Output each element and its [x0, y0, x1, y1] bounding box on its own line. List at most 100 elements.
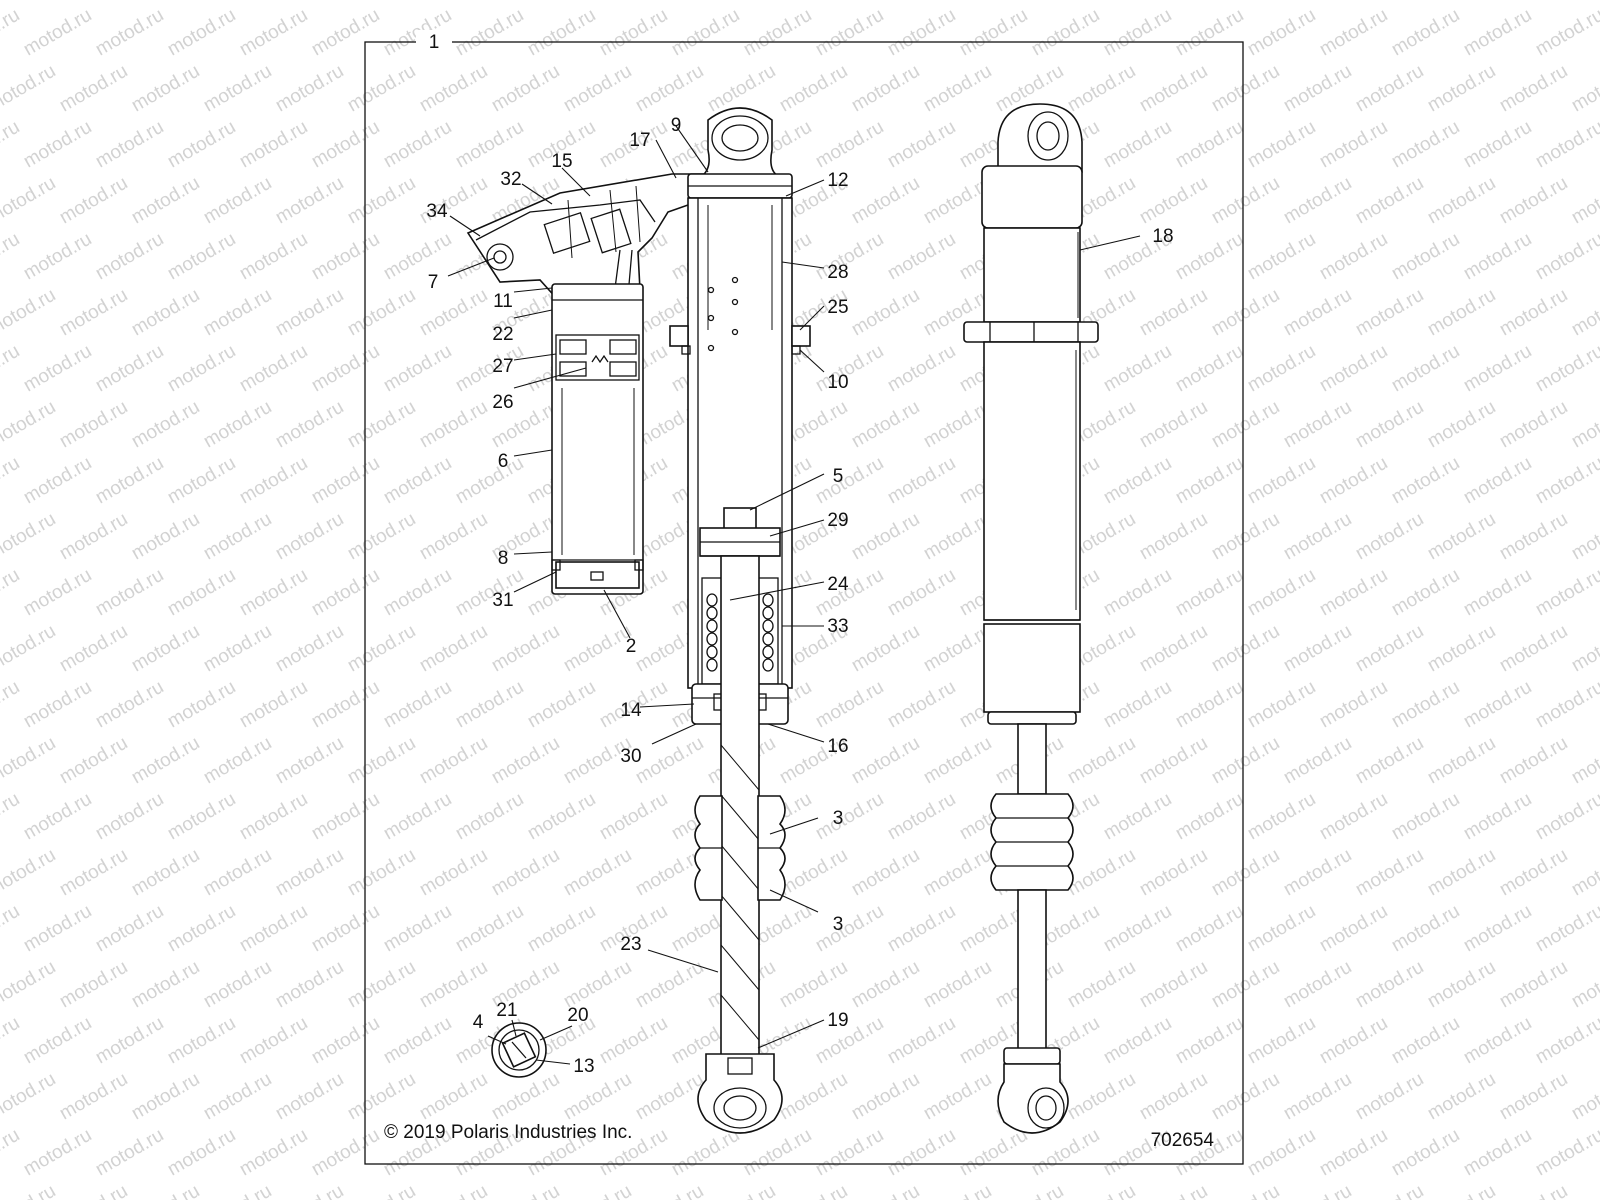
watermark-text: motod.ru [1352, 957, 1427, 1013]
watermark-text: motod.ru [1424, 397, 1499, 453]
watermark-text: motod.ru [1244, 117, 1319, 173]
watermark-text: motod.ru [488, 621, 563, 677]
watermark-text: motod.ru [1172, 229, 1247, 285]
watermark-text: motod.ru [920, 957, 995, 1013]
watermark-text: motod.ru [0, 509, 59, 565]
watermark-text: motod.ru [308, 5, 383, 61]
watermark-text: motod.ru [452, 117, 527, 173]
watermark-text: motod.ru [848, 845, 923, 901]
watermark-text: motod.ru [632, 1181, 707, 1200]
watermark-text: motod.ru [1424, 173, 1499, 229]
watermark-text: motod.ru [1496, 1069, 1571, 1125]
callout-label: 12 [827, 170, 848, 191]
watermark-text: motod.ru [200, 173, 275, 229]
spring-coil [706, 645, 718, 659]
spring-coil [762, 632, 774, 646]
watermark-text: motod.ru [416, 1181, 491, 1200]
watermark-text: motod.ru [236, 1125, 311, 1181]
watermark-text: motod.ru [1280, 397, 1355, 453]
watermark-text: motod.ru [272, 621, 347, 677]
watermark-text: motod.ru [272, 61, 347, 117]
watermark-text: motod.ru [1352, 173, 1427, 229]
watermark-text: motod.ru [236, 341, 311, 397]
watermark-text: motod.ru [344, 1181, 419, 1200]
watermark-text: motod.ru [128, 1069, 203, 1125]
figure-number: 702654 [1151, 1130, 1215, 1151]
watermark-text: motod.ru [344, 845, 419, 901]
watermark-text: motod.ru [1172, 341, 1247, 397]
callout-label: 22 [492, 324, 513, 345]
watermark-text: motod.ru [200, 621, 275, 677]
watermark-text: motod.ru [1064, 733, 1139, 789]
watermark-text: motod.ru [776, 845, 851, 901]
watermark-text: motod.ru [164, 5, 239, 61]
watermark-text: motod.ru [308, 1013, 383, 1069]
watermark-text: motod.ru [1280, 509, 1355, 565]
spring-coil [762, 658, 774, 672]
watermark-text: motod.ru [1424, 285, 1499, 341]
watermark-text: motod.ru [1388, 453, 1463, 509]
watermark-text: motod.ru [1172, 901, 1247, 957]
watermark-text: motod.ru [236, 565, 311, 621]
watermark-text: motod.ru [164, 117, 239, 173]
watermark-text: motod.ru [1280, 845, 1355, 901]
spring-coil [706, 619, 718, 633]
watermark-text: motod.ru [380, 901, 455, 957]
callout-label: 3 [833, 914, 844, 935]
watermark-text: motod.ru [20, 341, 95, 397]
watermark-text: motod.ru [380, 453, 455, 509]
watermark-text: motod.ru [380, 341, 455, 397]
watermark-text: motod.ru [1496, 0, 1571, 4]
watermark-text: motod.ru [380, 677, 455, 733]
watermark-text: motod.ru [1352, 509, 1427, 565]
watermark-text: motod.ru [0, 1013, 23, 1069]
watermark-text: motod.ru [668, 5, 743, 61]
watermark-text: motod.ru [1136, 957, 1211, 1013]
watermark-text: motod.ru [1352, 621, 1427, 677]
watermark-text: motod.ru [776, 0, 851, 4]
watermark-text: motod.ru [1100, 341, 1175, 397]
watermark-text: motod.ru [0, 621, 59, 677]
watermark-text: motod.ru [56, 61, 131, 117]
watermark-text: motod.ru [1388, 901, 1463, 957]
reservoir-assembly [466, 173, 709, 595]
callout-label: 24 [827, 574, 849, 595]
watermark-text: motod.ru [20, 1125, 95, 1181]
watermark-text: motod.ru [20, 677, 95, 733]
watermark-text: motod.ru [380, 229, 455, 285]
watermark-text: motod.ru [812, 789, 887, 845]
watermark-text: motod.ru [488, 733, 563, 789]
watermark-text: motod.ru [200, 957, 275, 1013]
watermark-text: motod.ru [884, 789, 959, 845]
watermark-text: motod.ru [200, 0, 275, 4]
spring-coil [762, 619, 774, 633]
callout-label: 10 [827, 372, 848, 393]
watermark-text: motod.ru [92, 1125, 167, 1181]
watermark-text: motod.ru [20, 117, 95, 173]
watermark-text: motod.ru [488, 61, 563, 117]
watermark-text: motod.ru [560, 1069, 635, 1125]
watermark-text: motod.ru [1208, 397, 1283, 453]
watermark-text: motod.ru [1172, 789, 1247, 845]
watermark-text: motod.ru [0, 341, 23, 397]
watermark-text: motod.ru [1388, 565, 1463, 621]
watermark-text: motod.ru [596, 789, 671, 845]
watermark-text: motod.ru [1460, 1125, 1535, 1181]
watermark-text: motod.ru [1064, 957, 1139, 1013]
watermark-text: motod.ru [812, 901, 887, 957]
watermark-text: motod.ru [200, 1069, 275, 1125]
watermark-text: motod.ru [1424, 957, 1499, 1013]
watermark-text: motod.ru [128, 61, 203, 117]
watermark-text: motod.ru [164, 901, 239, 957]
watermark-text: motod.ru [632, 1069, 707, 1125]
watermark-text: motod.ru [1208, 733, 1283, 789]
watermark-text: motod.ru [1244, 789, 1319, 845]
watermark-text: motod.ru [1568, 285, 1600, 341]
watermark-text: motod.ru [1172, 1013, 1247, 1069]
watermark-text: motod.ru [848, 0, 923, 4]
watermark-text: motod.ru [128, 397, 203, 453]
watermark-text: motod.ru [0, 1125, 23, 1181]
watermark-text: motod.ru [1532, 901, 1600, 957]
watermark-text: motod.ru [344, 1069, 419, 1125]
callout-label: 3 [833, 808, 844, 829]
